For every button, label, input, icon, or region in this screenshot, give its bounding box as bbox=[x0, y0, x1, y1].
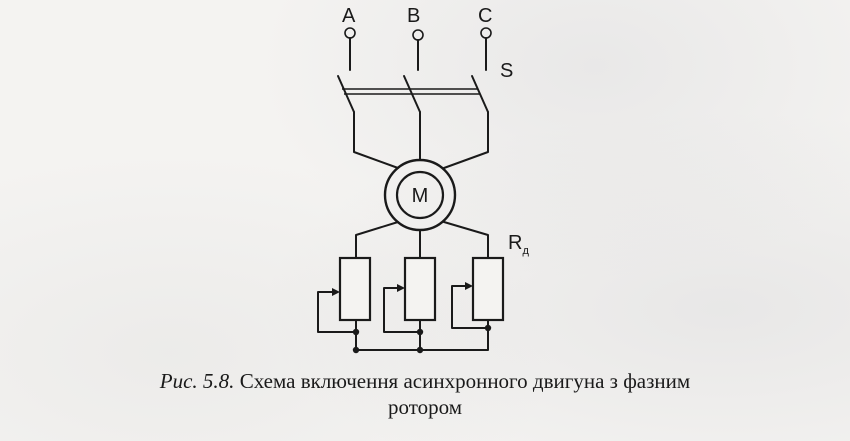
terminal-c bbox=[480, 27, 492, 39]
rheostat-1 bbox=[338, 256, 372, 322]
stator-lead-c bbox=[443, 111, 489, 169]
caption-line-1: Рис. 5.8. Схема включення асинхронного д… bbox=[0, 368, 850, 394]
motor-inner-circle bbox=[395, 170, 445, 220]
wiper-arrow-2 bbox=[397, 284, 405, 292]
stator-lead-a bbox=[353, 111, 399, 169]
wiper-arrow-1 bbox=[332, 288, 340, 296]
figure-caption: Рис. 5.8. Схема включення асинхронного д… bbox=[0, 368, 850, 420]
rotor-lead-c bbox=[443, 221, 489, 259]
wiper-arrow-3 bbox=[465, 282, 473, 290]
caption-text-1: Схема включення асинхронного двигуна з ф… bbox=[239, 369, 691, 393]
phase-label-c: C bbox=[478, 5, 492, 27]
rotor-lead-a bbox=[355, 221, 399, 259]
rheostat-3 bbox=[471, 256, 505, 322]
motor-label: M bbox=[412, 185, 429, 207]
phase-label-a: A bbox=[342, 5, 356, 27]
junction-dot bbox=[352, 346, 360, 354]
wiper-loop-1 bbox=[317, 291, 357, 333]
caption-text-2: ротором bbox=[387, 395, 462, 419]
junction-dot bbox=[416, 346, 424, 354]
terminal-a bbox=[344, 27, 356, 39]
junction-dot bbox=[484, 324, 492, 332]
terminal-b bbox=[412, 29, 424, 41]
switch-label: S bbox=[500, 60, 513, 82]
rheostat-2 bbox=[403, 256, 437, 322]
rheostat-label: Rд bbox=[508, 232, 529, 257]
phase-label-b: B bbox=[407, 5, 420, 27]
figure-reference: Рис. 5.8. bbox=[159, 369, 235, 393]
junction-dot bbox=[416, 328, 424, 336]
junction-dot bbox=[352, 328, 360, 336]
wiper-loop-2 bbox=[383, 287, 421, 333]
